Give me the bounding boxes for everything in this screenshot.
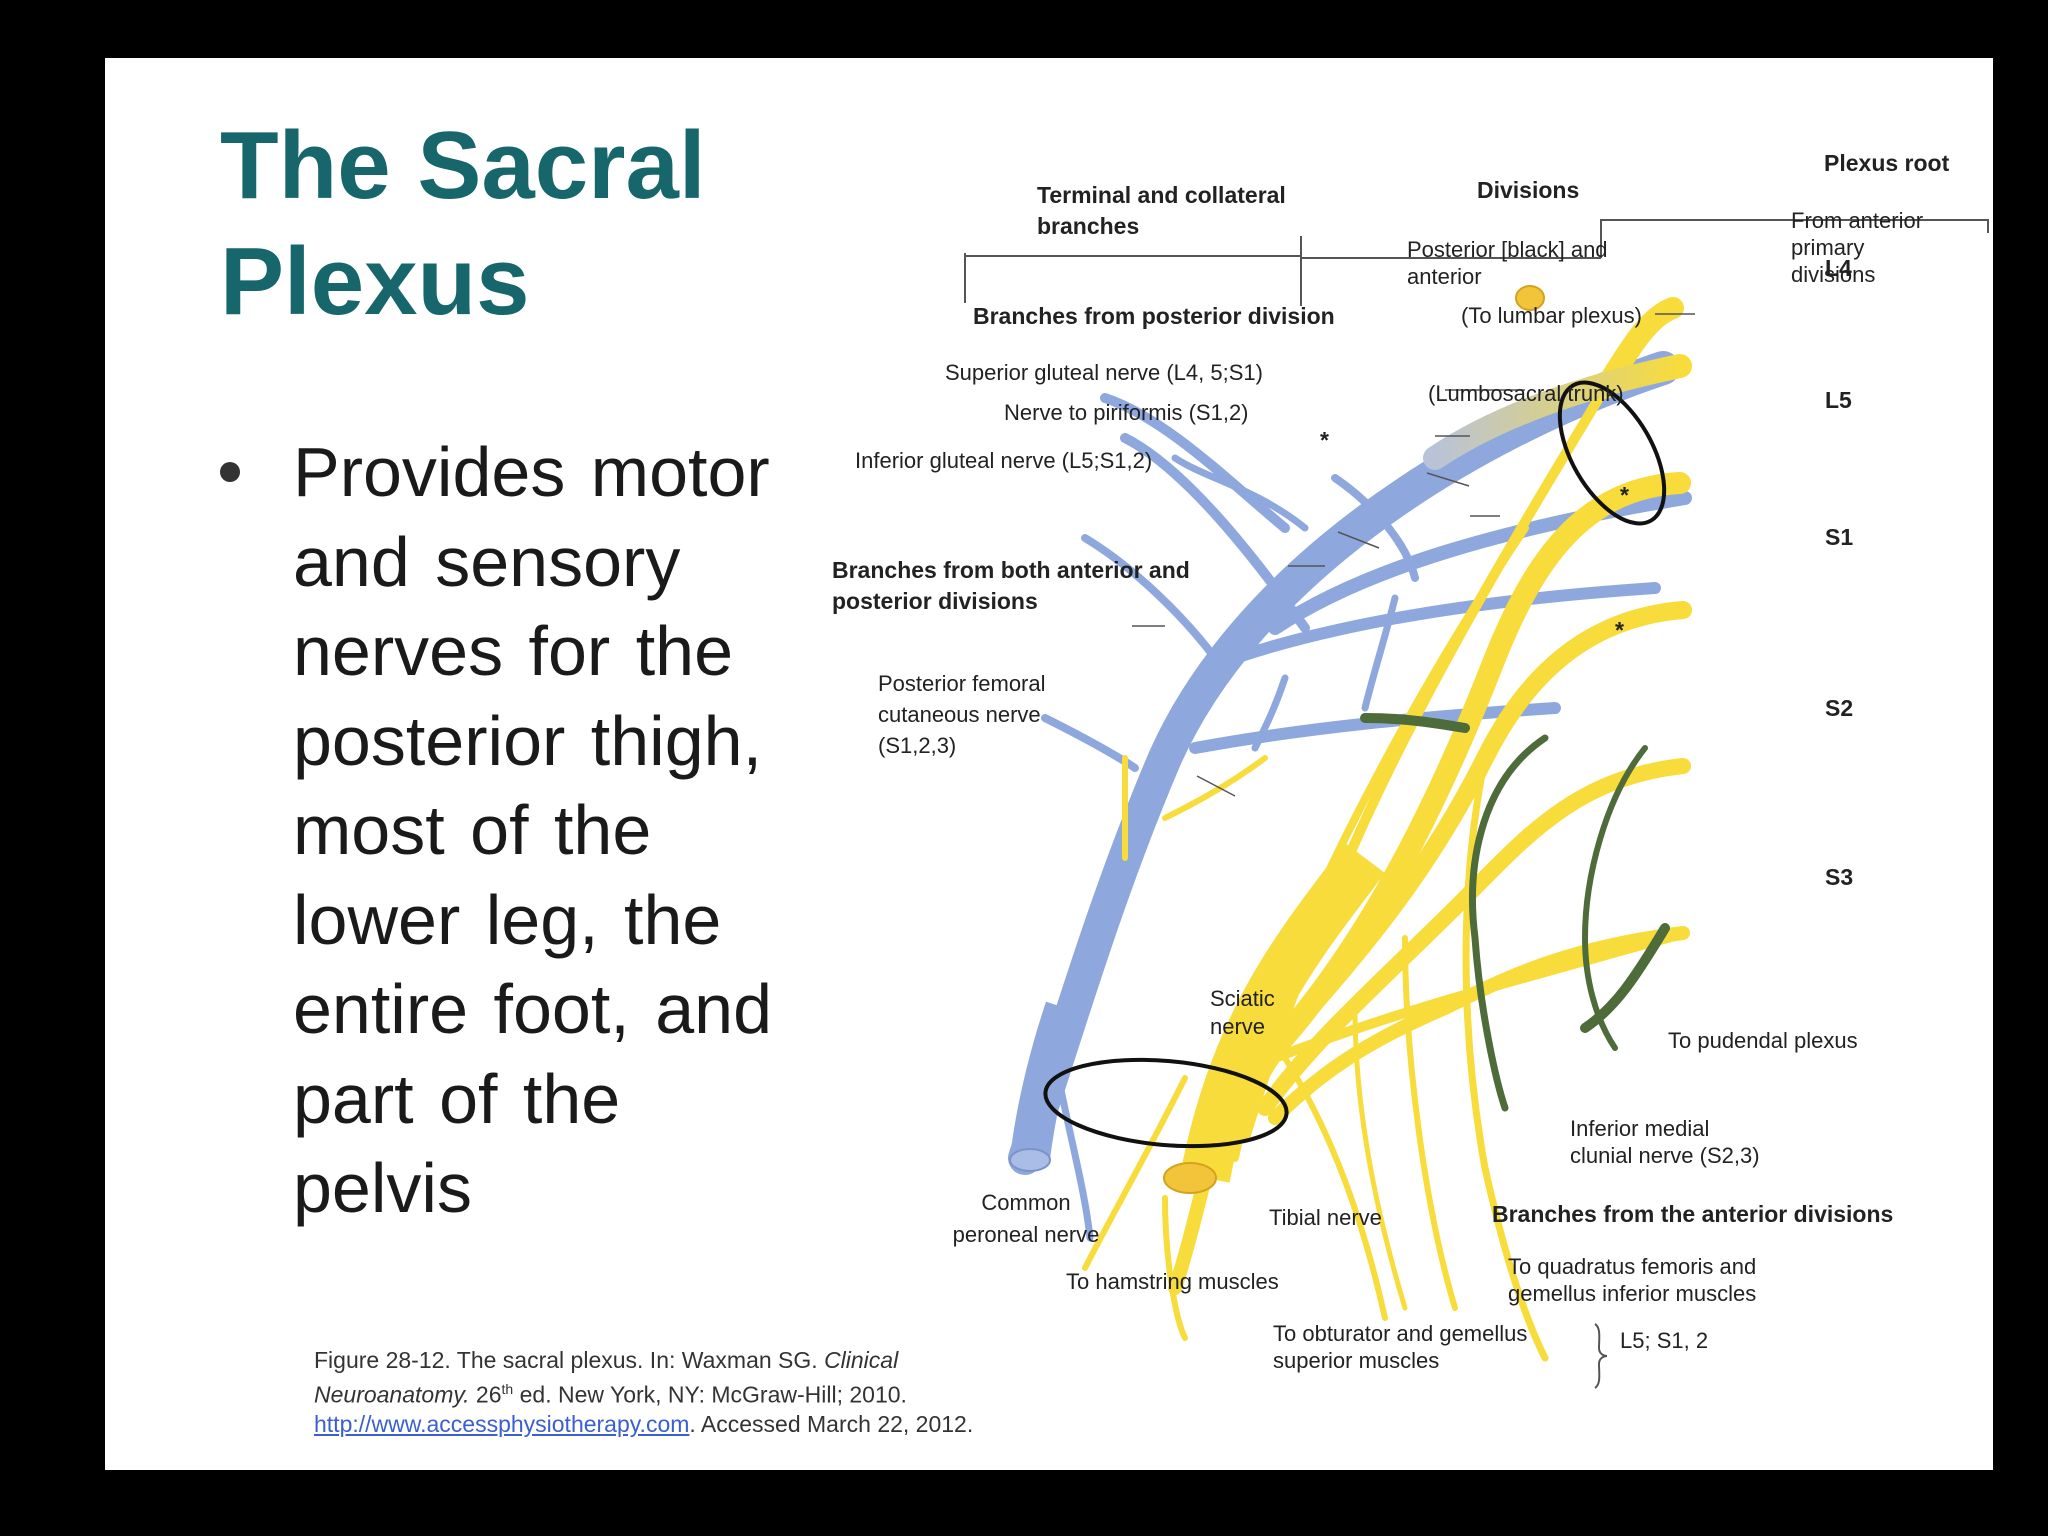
slide-title: The Sacral Plexus bbox=[220, 108, 706, 340]
quadratus-femoris-label: gemellus inferior muscles bbox=[1508, 1281, 1756, 1306]
tibial-nerve-label: Tibial nerve bbox=[1269, 1205, 1382, 1230]
branches-both-heading: Branches from both anterior and bbox=[832, 557, 1190, 583]
citation-text: Figure 28-12. The sacral plexus. In: Wax… bbox=[314, 1347, 825, 1373]
to-lumbar-plexus-label: (To lumbar plexus) bbox=[1461, 303, 1642, 328]
from-anterior-label: primary bbox=[1791, 235, 1864, 260]
root-label-s2: S2 bbox=[1825, 695, 1853, 721]
asterisk-marker: * bbox=[1615, 617, 1624, 643]
bullet-item: Provides motor and sensory nerves for th… bbox=[220, 428, 800, 1234]
bullet-list: Provides motor and sensory nerves for th… bbox=[220, 428, 800, 1234]
pudendal-plexus-label: To pudendal plexus bbox=[1668, 1028, 1858, 1053]
bullet-line: most of the bbox=[293, 791, 652, 869]
sciatic-trunk bbox=[1009, 285, 1545, 1194]
bullet-line: pelvis bbox=[293, 1149, 472, 1227]
root-label-l4: L4 bbox=[1825, 255, 1852, 281]
highlight-ellipses bbox=[1043, 380, 1667, 1149]
citation-superscript: th bbox=[501, 1381, 514, 1397]
bullet-line: and sensory bbox=[293, 522, 681, 601]
posterior-femoral-label: Posterior femoral bbox=[878, 671, 1046, 696]
title-line: The Sacral bbox=[220, 112, 706, 219]
citation-text: 26 bbox=[469, 1381, 502, 1408]
quadratus-femoris-label: To quadratus femoris and bbox=[1508, 1254, 1756, 1279]
citation-book-title: Clinical bbox=[824, 1347, 899, 1373]
lumbosacral-trunk bbox=[1423, 354, 1692, 470]
branches-both-heading: posterior divisions bbox=[832, 588, 1038, 614]
header-terminal-branches: branches bbox=[1037, 213, 1139, 239]
inferior-medial-clunial-label: Inferior medial bbox=[1570, 1116, 1709, 1141]
nerve-to-piriformis-label: Nerve to piriformis (S1,2) bbox=[1004, 400, 1249, 425]
posterior-anterior-label: Posterior [black] and bbox=[1407, 237, 1608, 262]
common-peroneal-label: peroneal nerve bbox=[953, 1222, 1100, 1247]
title-line: Plexus bbox=[220, 228, 530, 335]
citation-text: ed. New York, NY: McGraw-Hill; 2010. bbox=[513, 1381, 907, 1408]
figure-citation: Figure 28-12. The sacral plexus. In: Wax… bbox=[314, 1346, 1074, 1439]
citation-link[interactable]: http://www.accessphysiotherapy.com bbox=[314, 1410, 690, 1437]
bullet-line: nerves for the bbox=[293, 612, 733, 690]
leader-lines bbox=[1132, 313, 1695, 797]
hamstring-label: To hamstring muscles bbox=[1066, 1269, 1279, 1294]
root-label-s3: S3 bbox=[1825, 864, 1853, 890]
pudendal-plexus-nerves bbox=[1360, 713, 1670, 1112]
sciatic-nerve-label: Sciatic bbox=[1210, 986, 1275, 1011]
asterisk-marker: * bbox=[1620, 482, 1629, 508]
header-plexus-root: Plexus root bbox=[1824, 150, 1950, 176]
lumbosacral-trunk-label: (Lumbosacral trunk) bbox=[1428, 381, 1624, 406]
obturator-label: To obturator and gemellus bbox=[1273, 1321, 1527, 1346]
inferior-gluteal-label: Inferior gluteal nerve (L5;S1,2) bbox=[855, 448, 1152, 473]
header-terminal-branches: Terminal and collateral bbox=[1037, 182, 1286, 208]
superior-gluteal-label: Superior gluteal nerve (L4, 5;S1) bbox=[945, 360, 1263, 385]
slide: The Sacral Plexus Provides motor and sen… bbox=[105, 58, 1993, 1470]
bullet-line: entire foot, and bbox=[293, 970, 772, 1048]
common-peroneal-label: Common bbox=[981, 1190, 1070, 1215]
root-label-s1: S1 bbox=[1825, 524, 1853, 550]
header-brackets bbox=[964, 219, 1989, 306]
bullet-dot-icon bbox=[220, 462, 240, 482]
citation-book-title: Neuroanatomy. bbox=[314, 1381, 470, 1408]
branches-anterior-heading: Branches from the anterior divisions bbox=[1492, 1201, 1893, 1227]
bullet-line: posterior thigh, bbox=[293, 701, 763, 780]
branches-posterior-heading: Branches from posterior division bbox=[973, 303, 1335, 329]
citation-text: . Accessed March 22, 2012. bbox=[689, 1410, 974, 1437]
bullet-line: part of the bbox=[293, 1059, 621, 1138]
from-anterior-label: From anterior bbox=[1791, 208, 1923, 233]
posterior-anterior-label: anterior bbox=[1407, 264, 1482, 289]
l5-s12-label: L5; S1, 2 bbox=[1620, 1328, 1708, 1353]
posterior-femoral-label: cutaneous nerve bbox=[878, 702, 1041, 727]
root-label-l5: L5 bbox=[1825, 387, 1852, 413]
inferior-medial-clunial-label: clunial nerve (S2,3) bbox=[1570, 1143, 1760, 1168]
bullet-line: Provides motor bbox=[293, 433, 770, 511]
sacral-plexus-diagram: Plexus root Divisions Terminal and colla… bbox=[832, 150, 1989, 1389]
asterisk-marker: * bbox=[1320, 427, 1329, 453]
posterior-femoral-label: (S1,2,3) bbox=[878, 733, 956, 758]
brace-icon bbox=[1594, 1323, 1608, 1389]
sciatic-nerve-label: nerve bbox=[1210, 1014, 1265, 1039]
from-anterior-label: divisions bbox=[1791, 262, 1875, 287]
header-divisions: Divisions bbox=[1477, 177, 1579, 203]
bullet-line: lower leg, the bbox=[293, 880, 722, 959]
obturator-label: superior muscles bbox=[1273, 1348, 1439, 1373]
